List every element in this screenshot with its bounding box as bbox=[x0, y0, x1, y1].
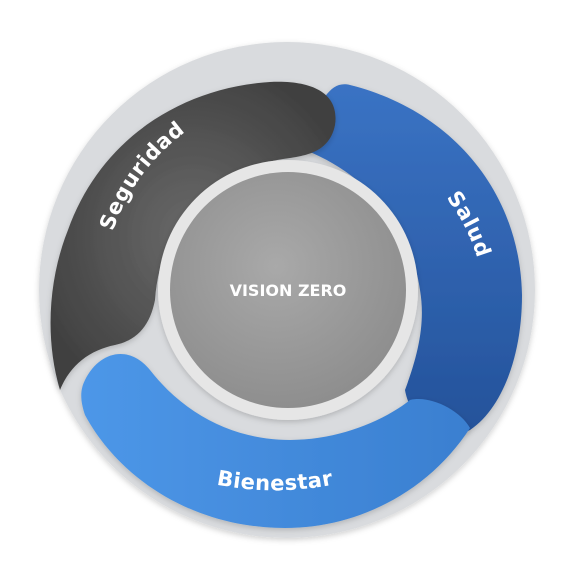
segment-salud bbox=[300, 84, 522, 435]
segment-bienestar bbox=[81, 353, 470, 528]
segment-seguridad bbox=[50, 81, 336, 390]
center-circle bbox=[170, 172, 406, 408]
center-label: VISION ZERO bbox=[230, 281, 347, 300]
